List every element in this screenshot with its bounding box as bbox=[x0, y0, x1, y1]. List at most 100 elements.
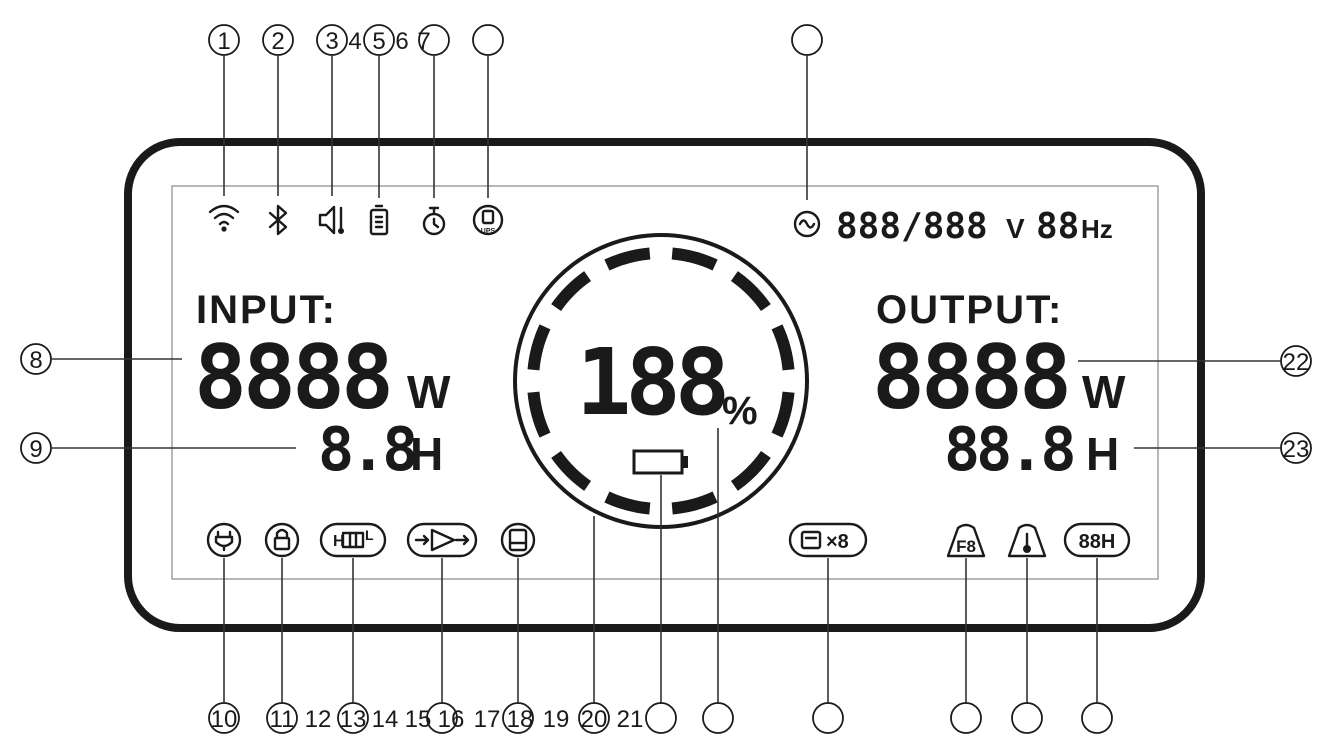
ring-segment bbox=[551, 450, 592, 491]
callout-6: 6 bbox=[395, 28, 408, 55]
output-hour-unit: H bbox=[1086, 428, 1119, 480]
callout-12: 12 bbox=[305, 706, 332, 733]
ring-segment bbox=[671, 491, 718, 515]
callout-ups-circle bbox=[472, 24, 504, 56]
ups-icon: UPS bbox=[472, 204, 504, 236]
ring-blank-5 bbox=[1011, 702, 1043, 734]
battery-icon bbox=[632, 449, 688, 475]
ac-voltage-unit: V bbox=[1006, 213, 1025, 244]
callout-15: 15 bbox=[405, 706, 432, 733]
callout-2: 2 bbox=[271, 28, 284, 55]
battery-ring bbox=[513, 233, 809, 529]
ring-18 bbox=[502, 702, 534, 734]
callout-5: 5 bbox=[372, 28, 385, 55]
ac-frequency-unit: Hz bbox=[1081, 214, 1113, 244]
ring-segment bbox=[730, 271, 771, 312]
callout-14: 14 bbox=[372, 706, 399, 733]
eco-low-label: L bbox=[365, 527, 374, 543]
callout-23: 23 bbox=[1283, 436, 1310, 463]
ac-wave-icon bbox=[793, 210, 821, 238]
output-watts-readout: 8888 bbox=[872, 326, 1068, 429]
right-callouts: 22 23 bbox=[1078, 345, 1312, 464]
ring-16 bbox=[426, 702, 458, 734]
lock-icon bbox=[264, 522, 300, 558]
bottom-callout-leaders bbox=[223, 428, 1098, 703]
timer-hours-icon: 88H bbox=[1063, 522, 1131, 558]
power-flow-icon bbox=[406, 522, 478, 558]
ring-segment bbox=[730, 450, 771, 491]
left-callouts: 8 9 bbox=[20, 343, 296, 464]
callout-16: 16 bbox=[438, 706, 465, 733]
callout-17: 17 bbox=[474, 706, 501, 733]
fault-code-label: F8 bbox=[956, 537, 976, 556]
ac-voltage-readout: 888/888 bbox=[836, 206, 988, 247]
callout-7: 7 bbox=[417, 28, 430, 55]
input-label: INPUT: bbox=[196, 288, 337, 332]
input-watt-unit: W bbox=[407, 366, 451, 418]
ring-10 bbox=[208, 702, 240, 734]
ring-segment bbox=[604, 247, 651, 271]
temperature-icon bbox=[1007, 523, 1047, 558]
ring-blank-2 bbox=[702, 702, 734, 734]
ring-segment bbox=[771, 391, 795, 438]
ring-segment bbox=[551, 271, 592, 312]
ring-11 bbox=[266, 702, 298, 734]
eco-mode-icon: H L bbox=[319, 522, 387, 558]
callout-8: 8 bbox=[29, 347, 42, 374]
output-hours-readout: 88.8 bbox=[944, 415, 1073, 485]
ring-blank-6 bbox=[1081, 702, 1113, 734]
callout-9: 9 bbox=[29, 436, 42, 463]
ring-13 bbox=[337, 702, 369, 734]
ac-frequency-readout: 88 bbox=[1036, 206, 1079, 247]
callout-18: 18 bbox=[507, 706, 534, 733]
usb-count-label: ×8 bbox=[826, 531, 849, 553]
input-watts-readout: 8888 bbox=[194, 326, 390, 429]
display-outer-frame bbox=[124, 138, 1205, 632]
bottom-callout-rings bbox=[208, 702, 1113, 734]
callout-22: 22 bbox=[1283, 349, 1310, 376]
input-hour-unit: H bbox=[410, 428, 443, 480]
wifi-icon bbox=[208, 204, 240, 232]
ups-label: UPS bbox=[481, 228, 496, 235]
fault-icon: F8 bbox=[946, 523, 986, 558]
ring-segment bbox=[671, 247, 718, 271]
callout-3: 3 bbox=[325, 28, 338, 55]
plug-icon bbox=[206, 522, 242, 558]
ring-segment bbox=[604, 491, 651, 515]
battery-percent-readout: 188 bbox=[576, 329, 725, 436]
usb-port-icon: ×8 bbox=[788, 522, 868, 558]
callout-1: 1 bbox=[217, 28, 230, 55]
callout-4: 4 bbox=[348, 28, 361, 55]
output-label: OUTPUT: bbox=[876, 288, 1063, 332]
ring-segment bbox=[771, 324, 795, 371]
callout-21: 21 bbox=[617, 706, 644, 733]
timer-icon bbox=[422, 206, 446, 236]
callout-10: 10 bbox=[211, 706, 238, 733]
device-icon bbox=[500, 522, 536, 558]
ring-blank-4 bbox=[950, 702, 982, 734]
output-watt-unit: W bbox=[1082, 366, 1126, 418]
ring-blank-1 bbox=[645, 702, 677, 734]
bottom-callout-numbers: 10 11 12 13 14 15 16 17 18 19 20 21 bbox=[211, 706, 644, 733]
top-callouts: 1 2 3 4 5 6 7 bbox=[208, 24, 823, 200]
ring-segment bbox=[527, 391, 551, 438]
battery-stack-icon bbox=[369, 204, 389, 236]
speaker-icon bbox=[318, 205, 344, 235]
callout-13: 13 bbox=[340, 706, 367, 733]
eco-high-label: H bbox=[333, 533, 345, 550]
callout-20: 20 bbox=[581, 706, 608, 733]
display-inner-frame bbox=[171, 185, 1159, 580]
percent-unit: % bbox=[722, 389, 758, 433]
bluetooth-icon bbox=[268, 204, 288, 236]
ring-segments bbox=[527, 247, 795, 515]
callout-11: 11 bbox=[270, 706, 295, 733]
ring-segment bbox=[527, 324, 551, 371]
ring-blank-3 bbox=[812, 702, 844, 734]
input-hours-readout: 8.8 bbox=[318, 415, 415, 485]
callout-19: 19 bbox=[543, 706, 570, 733]
ring-20 bbox=[578, 702, 610, 734]
callout-ac-circle bbox=[791, 24, 823, 56]
timer-hours-label: 88H bbox=[1079, 531, 1116, 553]
